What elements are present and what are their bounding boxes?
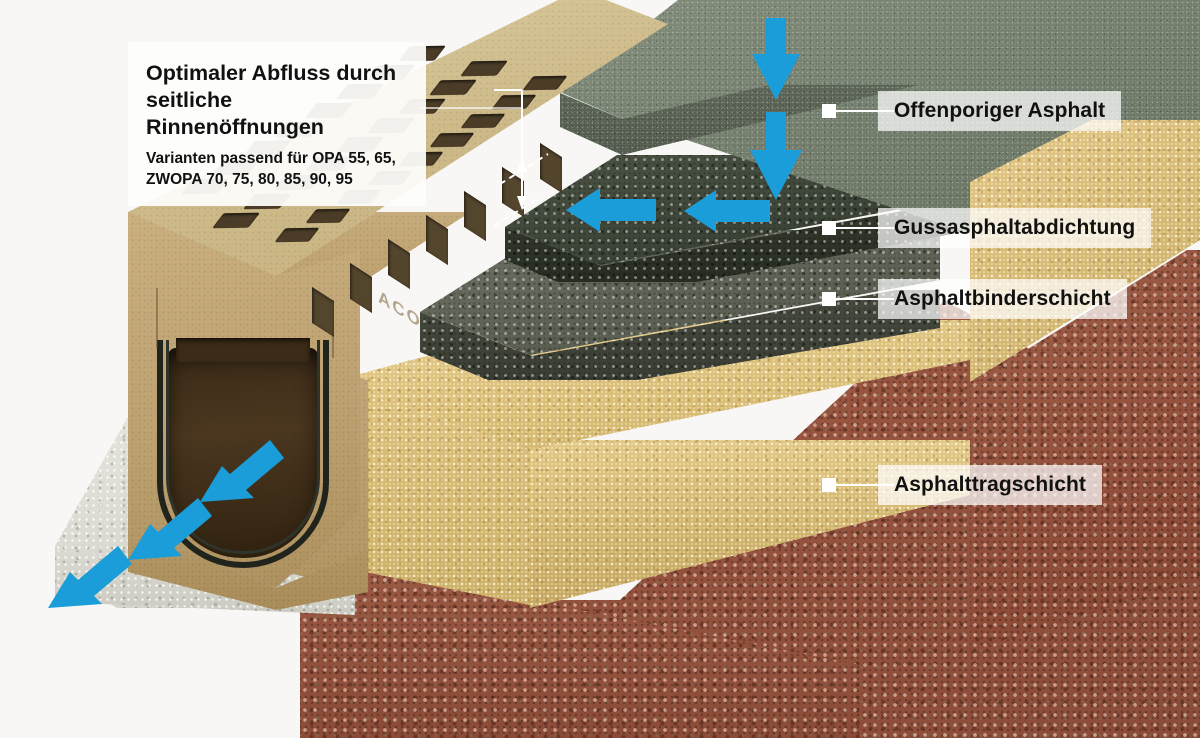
layer-label-offenporiger-asphalt: Offenporiger Asphalt xyxy=(878,91,1122,131)
layer-label-asphaltbinderschicht: Asphaltbinderschicht xyxy=(878,279,1127,319)
channel-rubber-seal xyxy=(157,340,329,568)
layer-leader-asphaltbinderschicht xyxy=(836,298,894,300)
arrow-channel-1 xyxy=(200,440,284,502)
layer-marker-asphaltbinderschicht xyxy=(822,292,836,306)
layer-marker-asphalttragschicht xyxy=(822,478,836,492)
callout-headline-line1: Optimaler Abfluss durch xyxy=(146,61,397,85)
arrow-left-2 xyxy=(684,190,770,232)
arrow-left-1 xyxy=(566,188,656,232)
arrow-down-1 xyxy=(752,18,800,100)
layer-marker-gussasphaltabdichtung xyxy=(822,221,836,235)
arrow-down-2 xyxy=(750,112,802,200)
channel-seam-left xyxy=(156,288,158,348)
arrow-channel-2 xyxy=(128,498,212,560)
callout-headline: Optimaler Abfluss durch seitliche Rinnen… xyxy=(146,60,406,141)
layer-leader-gussasphaltabdichtung xyxy=(836,227,894,229)
channel-rubber-seal-inner xyxy=(166,340,320,554)
callout-guide-line xyxy=(420,107,523,156)
callout-box: Optimaler Abfluss durch seitliche Rinnen… xyxy=(128,42,426,207)
layer-marker-offenporiger-asphalt xyxy=(822,104,836,118)
layer-leader-offenporiger-asphalt xyxy=(836,110,894,112)
callout-subtext-line1: Varianten passend für OPA 55, 65, xyxy=(146,150,396,168)
channel-cavity-top-notch xyxy=(176,338,310,362)
callout-headline-line2: seitliche Rinnenöffnungen xyxy=(146,88,324,140)
layer-label-asphalttragschicht: Asphalttragschicht xyxy=(878,465,1102,505)
layer-leader-asphalttragschicht xyxy=(836,484,894,486)
callout-subtext-line2: ZWOPA 70, 75, 80, 85, 90, 95 xyxy=(146,170,353,188)
layer-label-gussasphaltabdichtung: Gussasphaltabdichtung xyxy=(878,208,1152,248)
callout-subtext: Varianten passend für OPA 55, 65, ZWOPA … xyxy=(146,149,406,190)
arrow-channel-3 xyxy=(48,546,132,608)
